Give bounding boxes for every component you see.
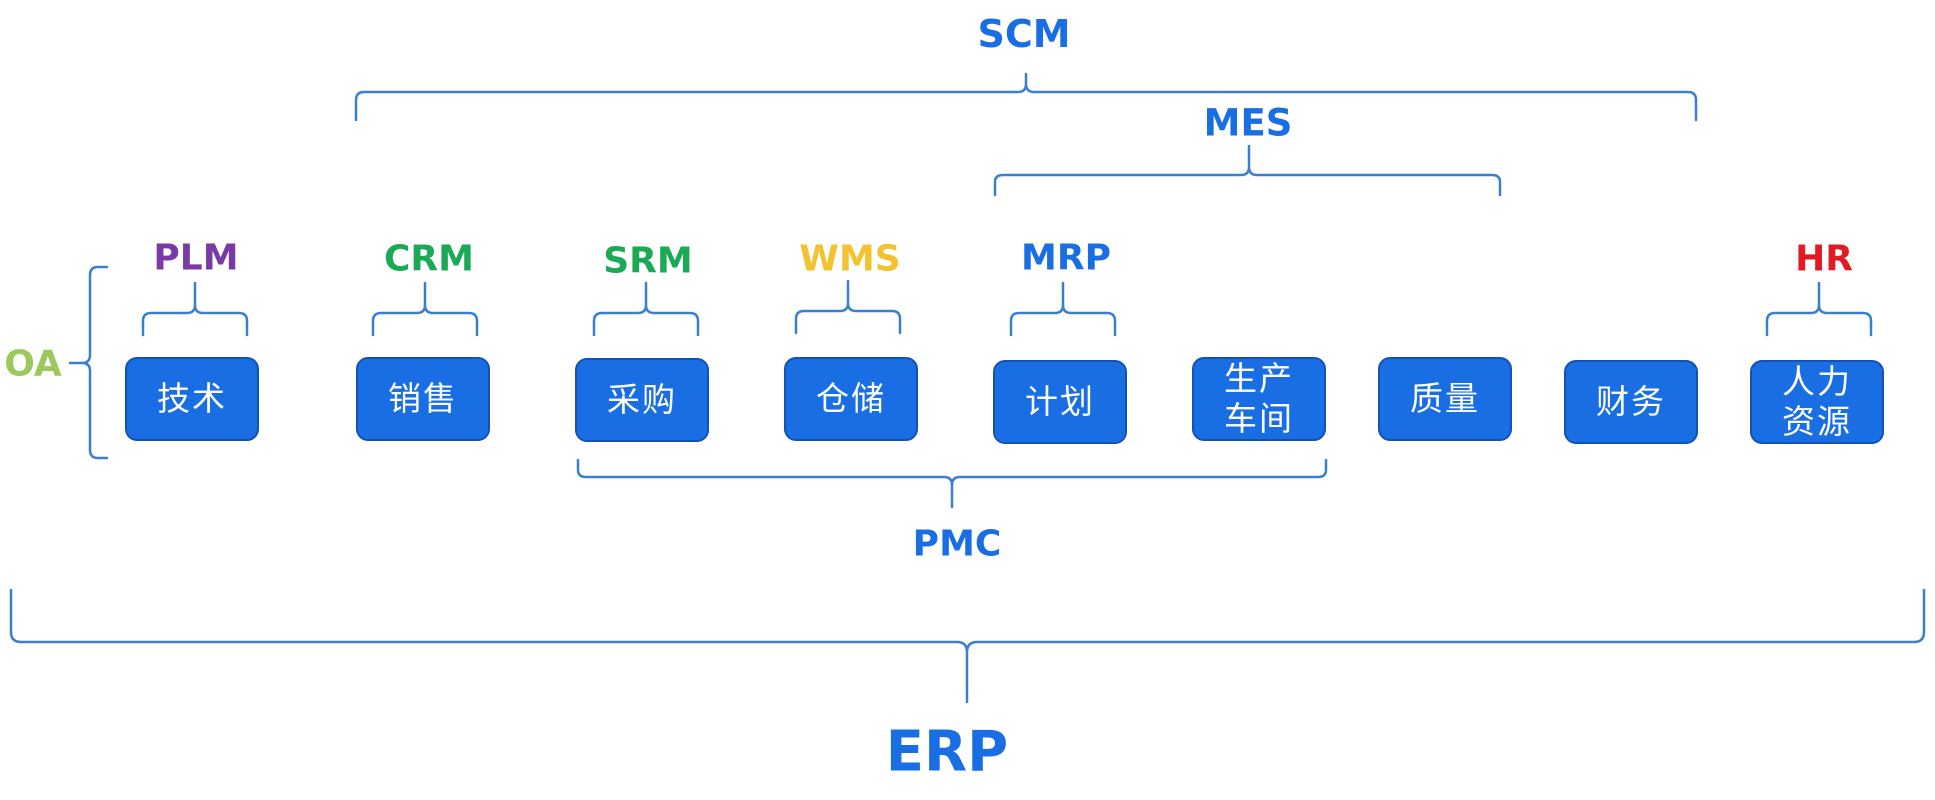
module-box-purchase: 采购 — [575, 358, 709, 442]
mes-brace — [993, 144, 1502, 197]
module-label-tech: 技术 — [157, 379, 227, 418]
module-label-hr: 人力 资源 — [1782, 362, 1852, 441]
pmc-brace — [576, 458, 1328, 509]
module-box-storage: 仓储 — [784, 357, 918, 441]
pmc-label: PMC — [912, 523, 1002, 565]
module-label-workshop: 生产 车间 — [1224, 359, 1294, 438]
module-label-purchase: 采购 — [607, 380, 677, 419]
oa-brace — [68, 265, 109, 460]
crm-brace — [371, 281, 479, 337]
hr-brace — [1765, 281, 1873, 337]
mrp-brace — [1009, 281, 1117, 337]
crm-label: CRM — [384, 238, 474, 280]
mrp-label: MRP — [1021, 237, 1111, 279]
module-label-plan: 计划 — [1025, 382, 1095, 421]
mes-label: MES — [1203, 101, 1293, 145]
module-box-finance: 财务 — [1564, 360, 1698, 444]
module-label-finance: 财务 — [1596, 382, 1666, 421]
hr-label: HR — [1795, 238, 1853, 280]
srm-label: SRM — [603, 240, 693, 282]
scm-label: SCM — [977, 12, 1071, 56]
module-label-storage: 仓储 — [816, 379, 886, 418]
oa-label: OA — [4, 343, 62, 385]
module-box-workshop: 生产 车间 — [1192, 357, 1326, 441]
plm-brace — [141, 281, 249, 337]
module-label-sales: 销售 — [388, 379, 458, 418]
module-box-quality: 质量 — [1378, 357, 1512, 441]
srm-brace — [592, 281, 700, 337]
erp-brace — [9, 588, 1926, 704]
module-box-tech: 技术 — [125, 357, 259, 441]
erp-label: ERP — [885, 719, 1009, 785]
module-box-sales: 销售 — [356, 357, 490, 441]
plm-label: PLM — [153, 237, 239, 279]
scm-brace — [354, 72, 1698, 122]
module-box-hr: 人力 资源 — [1750, 360, 1884, 444]
module-label-quality: 质量 — [1410, 379, 1480, 418]
wms-brace — [794, 279, 902, 335]
module-box-plan: 计划 — [993, 360, 1127, 444]
wms-label: WMS — [799, 238, 901, 280]
